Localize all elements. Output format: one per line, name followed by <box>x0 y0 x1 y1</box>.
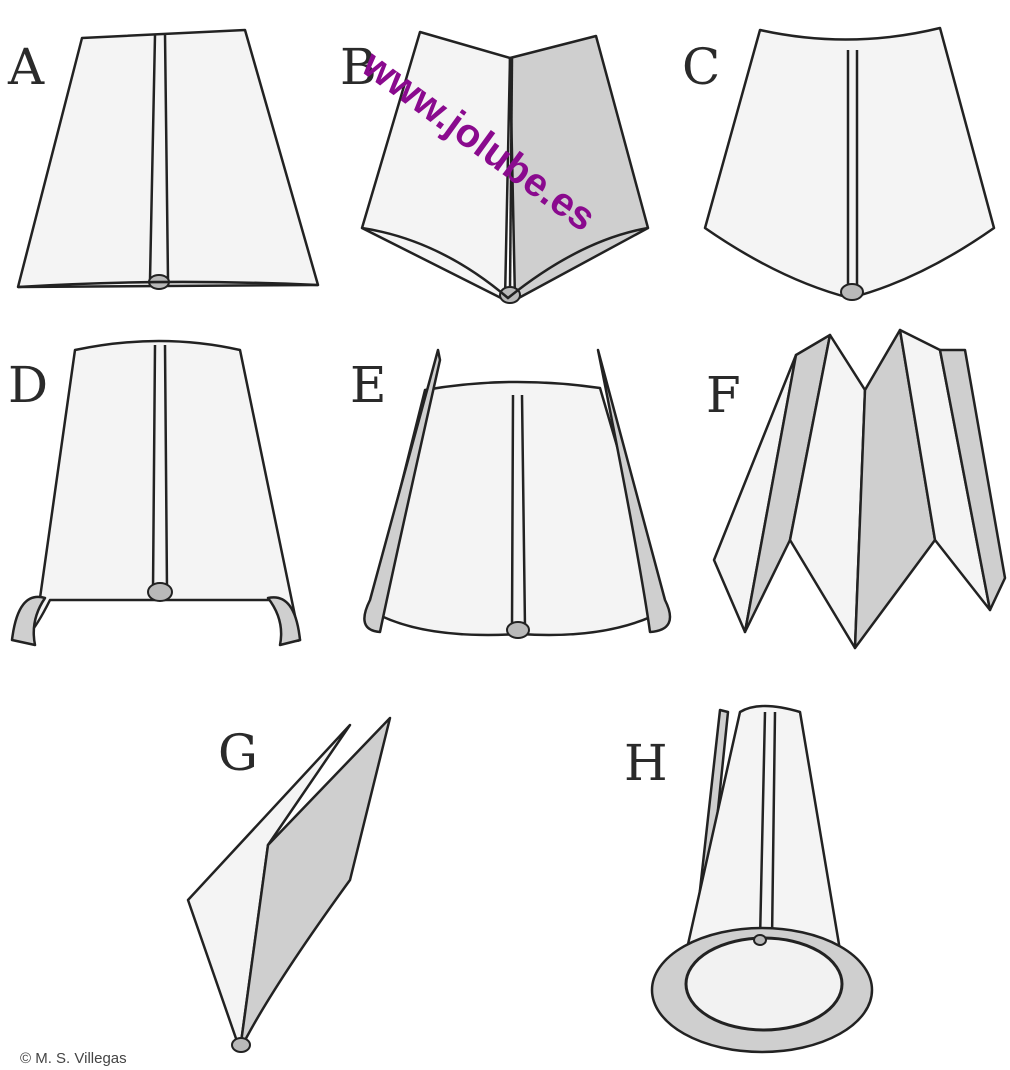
label-f: F <box>706 370 741 420</box>
label-c: C <box>682 42 720 92</box>
leaf-e-involute <box>364 350 670 638</box>
label-d: D <box>8 360 48 410</box>
label-a: A <box>8 42 44 92</box>
leaf-d-revolute <box>12 341 300 645</box>
label-g: G <box>218 728 258 778</box>
label-h: H <box>624 738 668 788</box>
leaf-c-curved <box>705 28 994 300</box>
leaf-a-flat <box>18 30 318 289</box>
copyright-credit: © M. S. Villegas <box>20 1050 127 1067</box>
leaf-f-plicate <box>714 330 1005 648</box>
leaf-h-convolute <box>652 706 872 1052</box>
label-e: E <box>350 360 387 410</box>
